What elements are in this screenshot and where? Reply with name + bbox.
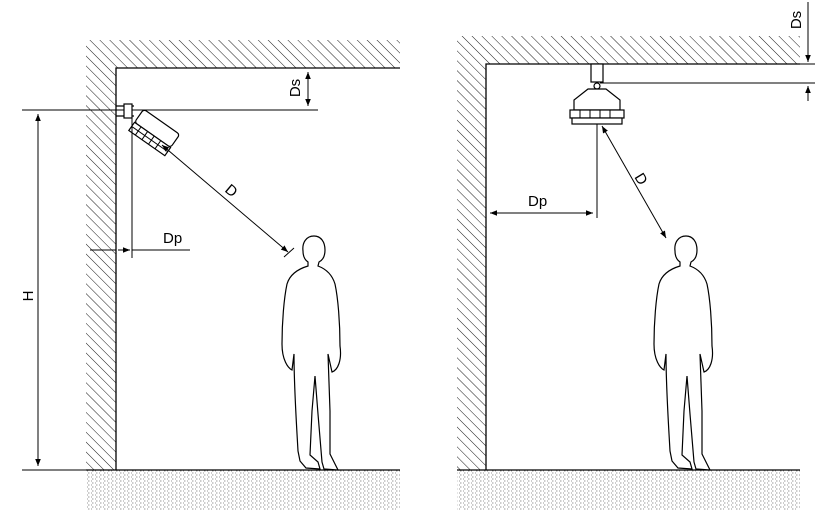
right-luminaire: [569, 63, 625, 125]
right-ds-label: Ds: [788, 11, 805, 29]
right-ceiling-wall: [457, 36, 800, 470]
left-diagram: H Ds Dp: [20, 40, 400, 510]
left-dp-label: Dp: [163, 230, 182, 247]
left-luminaire: [116, 103, 180, 157]
right-d-dimension: D: [601, 125, 667, 239]
right-floor: [457, 469, 800, 510]
left-height-dimension: H: [20, 109, 318, 471]
right-ds-dimension: Ds: [600, 2, 815, 101]
left-floor: [86, 469, 400, 510]
left-person-silhouette: [281, 235, 342, 471]
right-d-label: D: [631, 170, 651, 188]
right-dp-dimension: Dp: [490, 124, 598, 218]
left-height-label: H: [20, 291, 37, 302]
left-ds-label: Ds: [287, 79, 304, 97]
left-ceiling-wall: [86, 40, 400, 470]
right-person-silhouette: [653, 235, 714, 471]
left-ds-dimension: Ds: [287, 72, 311, 106]
right-diagram: Ds Dp D: [457, 2, 815, 510]
right-dp-label: Dp: [528, 193, 547, 210]
